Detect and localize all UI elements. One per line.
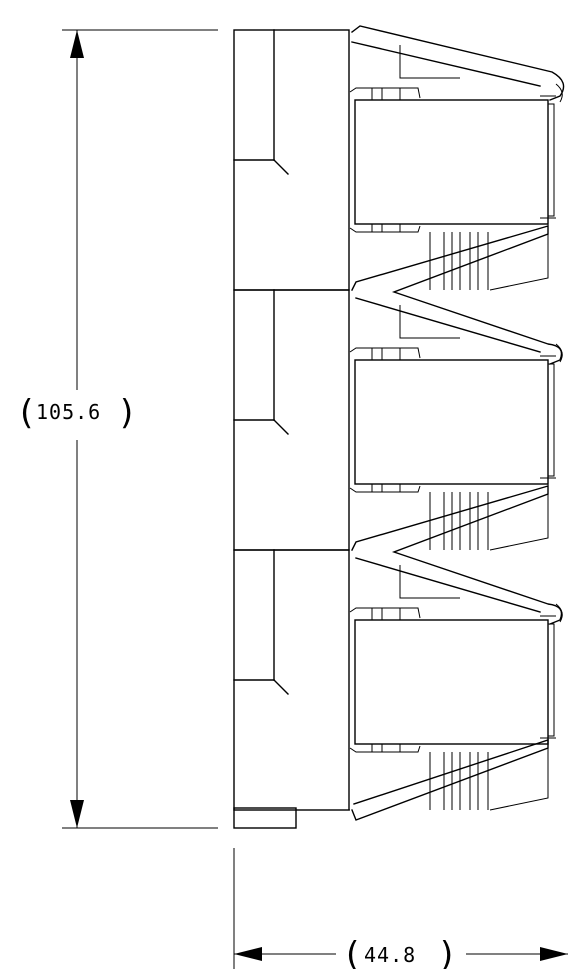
arrowhead-right-icon	[540, 947, 568, 961]
arrowhead-left-icon	[234, 947, 262, 961]
height-label: 105.6	[36, 400, 101, 424]
module-bottom	[233, 549, 563, 811]
arrowhead-up-icon	[70, 30, 84, 58]
svg-text:(: (	[20, 393, 33, 433]
width-dimension: ( 44.8 )	[234, 935, 568, 969]
svg-text:(: (	[346, 935, 359, 969]
module-middle	[233, 289, 563, 551]
svg-text:): )	[440, 935, 453, 969]
height-dimension: ( 105.6 )	[20, 30, 133, 828]
arrowhead-down-icon	[70, 800, 84, 828]
module-top	[233, 29, 563, 291]
svg-text:): )	[120, 393, 133, 433]
base-foot	[233, 807, 297, 829]
latching-springs	[351, 25, 565, 821]
width-label: 44.8	[364, 943, 416, 967]
